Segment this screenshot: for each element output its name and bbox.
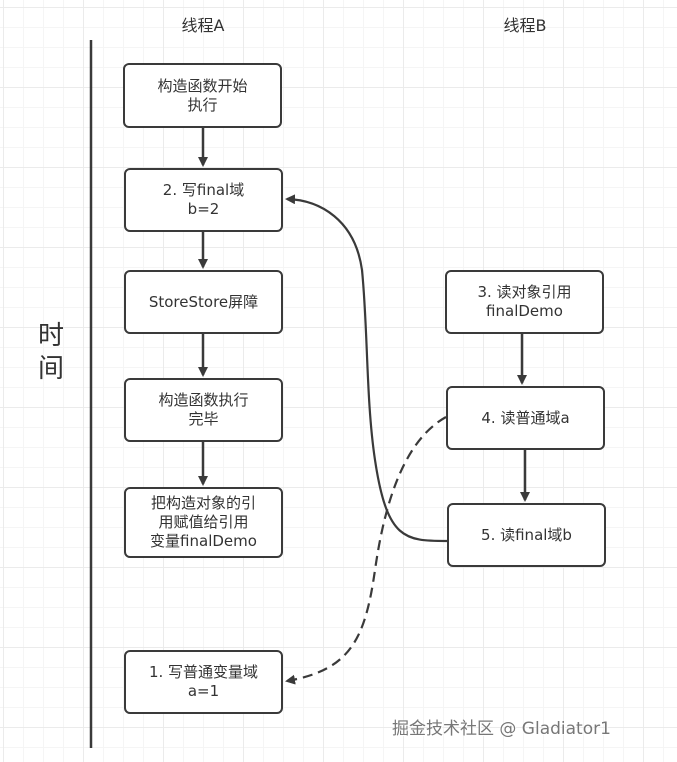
time-axis-label: 时 间 xyxy=(37,321,64,384)
node-constructor-done: 构造函数执行 完毕 xyxy=(124,378,283,442)
node-write-final-field: 2. 写final域 b=2 xyxy=(124,168,283,232)
watermark: 掘金技术社区 @ Gladiator1 xyxy=(392,719,611,739)
node-read-normal-field: 4. 读普通域a xyxy=(446,386,605,450)
lane-title-thread-a: 线程A xyxy=(181,16,225,35)
node-constructor-start: 构造函数开始 执行 xyxy=(123,63,282,128)
edge-b2-to-a6 xyxy=(285,416,447,685)
lane-title-thread-b: 线程B xyxy=(503,16,547,35)
node-assign-reference: 把构造对象的引 用赋值给引用 变量finalDemo xyxy=(124,487,283,558)
node-write-normal-field: 1. 写普通变量域 a=1 xyxy=(124,650,283,714)
node-read-object-reference: 3. 读对象引用 finalDemo xyxy=(445,270,604,334)
node-read-final-field: 5. 读final域b xyxy=(447,503,606,567)
node-storestore-barrier: StoreStore屏障 xyxy=(124,270,283,334)
edge-b3-to-a2 xyxy=(285,194,448,543)
